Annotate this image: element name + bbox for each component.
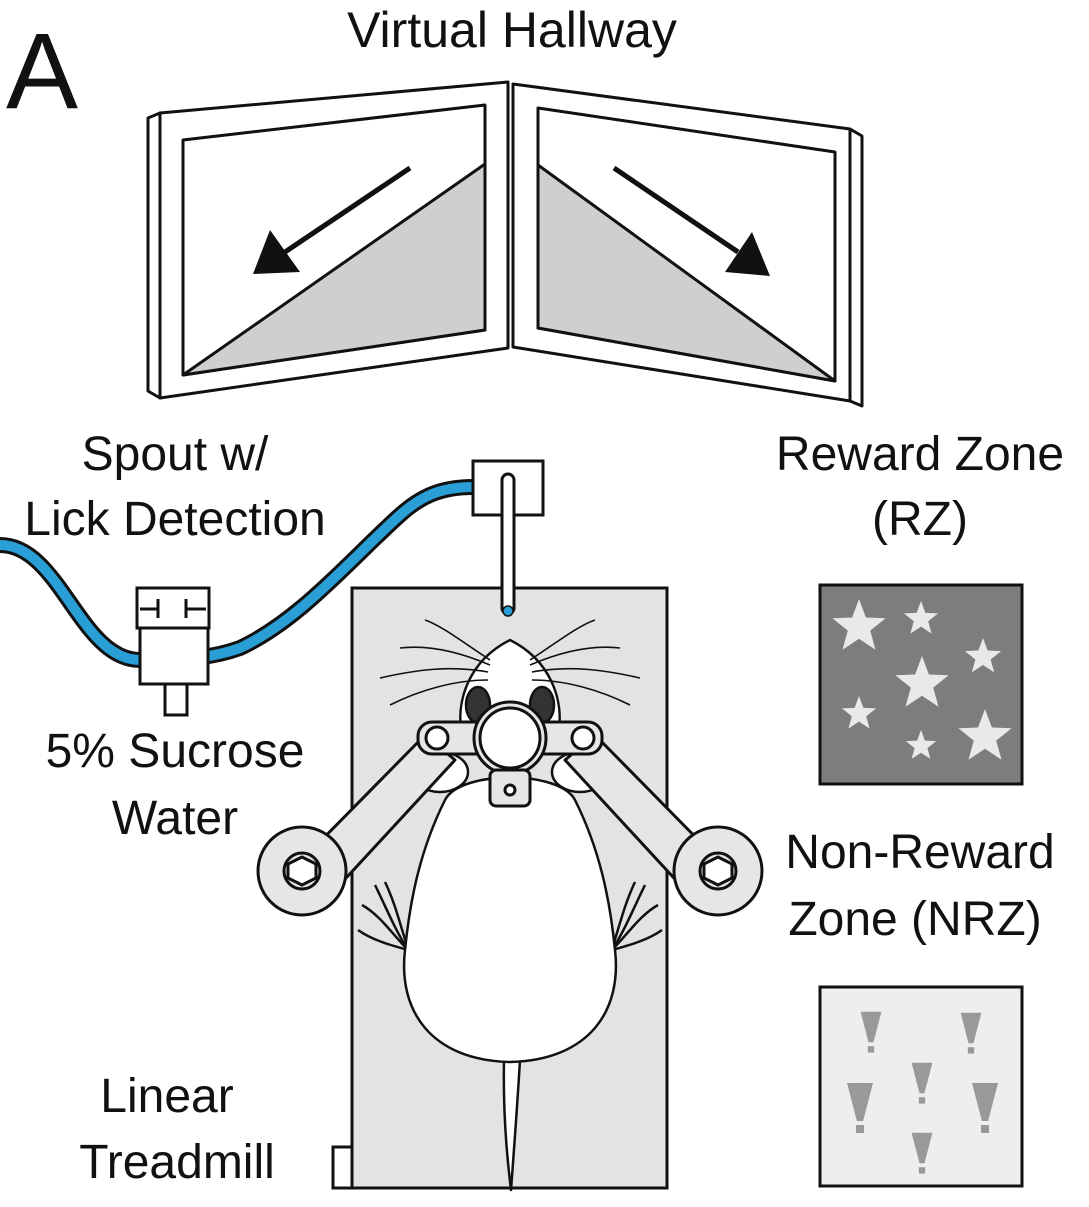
nonreward-cone	[847, 1083, 873, 1121]
virtual-hallway-label: Virtual Hallway	[347, 2, 677, 58]
nonreward-cone-base	[981, 1125, 989, 1133]
nonreward-zone-label-line1: Non-Reward	[785, 826, 1054, 879]
nonreward-cone-base	[918, 1167, 926, 1174]
nonreward-cone-base	[867, 1046, 875, 1053]
reward-star	[832, 599, 886, 650]
nonreward-cone	[860, 1011, 882, 1043]
solenoid-valve	[135, 586, 211, 717]
reward-star	[958, 709, 1012, 760]
nonreward-cone-base	[918, 1097, 926, 1104]
reward-star	[905, 730, 937, 759]
right-virtual-floor	[536, 163, 837, 383]
nonreward-cone-base	[856, 1125, 864, 1133]
reward-star	[964, 638, 1002, 673]
reward-zone-stars	[832, 599, 1012, 760]
reward-zone-label-line1: Reward Zone	[776, 428, 1064, 481]
spout-label-line1: Spout w/	[82, 428, 269, 481]
nonreward-cone-base	[967, 1047, 975, 1054]
treadmill-label-line1: Linear	[100, 1070, 233, 1123]
spout-label-line2: Lick Detection	[24, 493, 325, 546]
nonreward-cone	[960, 1012, 982, 1044]
right-motion-arrow	[612, 165, 770, 276]
nonreward-cone	[911, 1062, 933, 1094]
nonreward-zone-cones	[847, 1011, 998, 1174]
treadmill-motor	[331, 1145, 354, 1190]
sucrose-label-line1: 5% Sucrose	[46, 725, 305, 778]
right-monitor	[511, 82, 864, 408]
lick-spout	[471, 459, 545, 617]
reward-star	[895, 656, 949, 707]
treadmill-label-line2: Treadmill	[79, 1136, 275, 1189]
headplate	[416, 700, 604, 808]
nonreward-cone	[972, 1083, 998, 1121]
head-fixation-arms	[256, 733, 764, 917]
sucrose-label-line2: Water	[112, 792, 238, 845]
reward-star	[903, 601, 939, 634]
left-motion-arrow	[253, 165, 412, 274]
reward-star	[841, 696, 877, 729]
nonreward-zone-label-line2: Zone (NRZ)	[788, 893, 1041, 946]
reward-zone-label-line2: (RZ)	[872, 493, 968, 546]
left-monitor	[146, 80, 510, 400]
left-virtual-floor	[181, 162, 487, 377]
nonreward-cone	[911, 1132, 933, 1164]
panel-letter: A	[6, 10, 78, 131]
